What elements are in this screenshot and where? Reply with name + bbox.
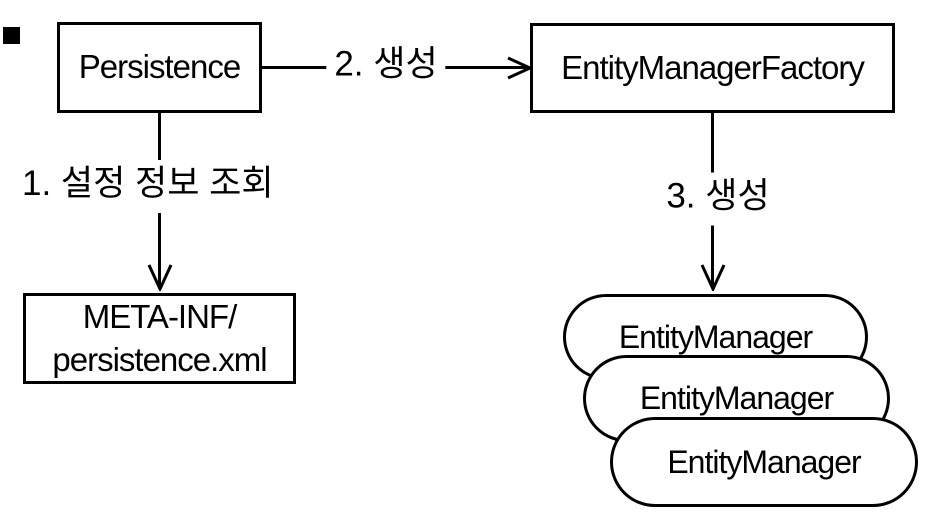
- arrowhead-right-icon: [507, 56, 532, 80]
- entity-manager-factory-box: EntityManagerFactory: [530, 23, 895, 113]
- entity-manager-label: EntityManager: [639, 380, 834, 416]
- entity-manager-label: EntityManager: [618, 318, 813, 355]
- arrowhead-down-icon: [700, 264, 726, 291]
- step3-label: 3. 생성: [658, 172, 778, 226]
- entity-manager-pill: EntityManager: [610, 417, 918, 507]
- persistence-box: Persistence: [57, 22, 262, 113]
- meta-inf-box: META-INF/ persistence.xml: [23, 293, 296, 384]
- stray-mark: [3, 27, 20, 44]
- arrowhead-down-icon: [147, 264, 173, 291]
- entity-manager-factory-label: EntityManagerFactory: [561, 48, 865, 86]
- persistence-label: Persistence: [78, 48, 241, 86]
- step1-label: 1. 설정 정보 조회: [14, 160, 282, 213]
- step2-label: 2. 생성: [326, 40, 446, 94]
- meta-inf-label-line1: META-INF/: [82, 298, 238, 336]
- entity-manager-label: EntityManager: [667, 443, 861, 480]
- meta-inf-label-line2: persistence.xml: [52, 340, 267, 378]
